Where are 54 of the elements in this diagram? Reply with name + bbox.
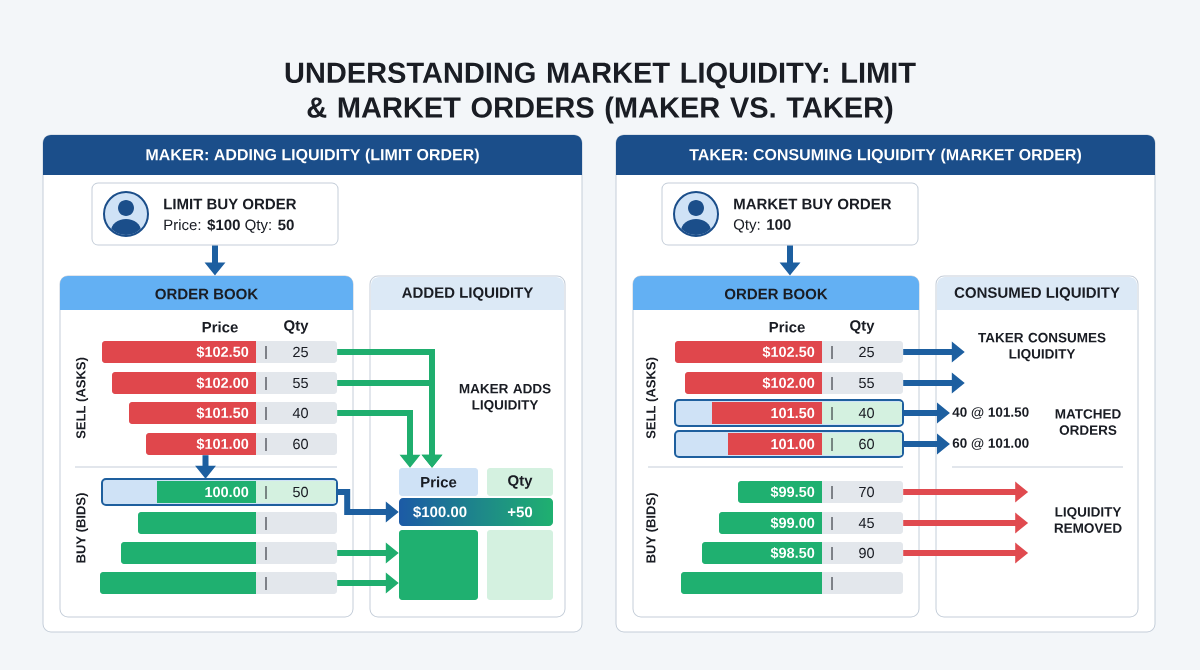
title: UNDERSTANDING MARKET LIQUIDITY: LIMIT & MARKET ORDERS (MAKER VS. TAKER)	[285, 62, 916, 124]
quantity-label: 25	[859, 346, 874, 358]
annotation-text: MAKER ADDS LIQUIDITY	[459, 383, 551, 413]
empty-bid-bar	[121, 542, 337, 564]
quantity-label: 60	[859, 438, 874, 450]
quantity-label: 70	[859, 486, 874, 498]
quantity-label: 60	[293, 438, 308, 450]
side-label: SELL (ASKS)	[75, 357, 89, 439]
side-label: BUY (BIDS)	[645, 493, 659, 563]
quantity-label: 25	[293, 346, 308, 358]
column-header: Price	[421, 476, 457, 488]
empty-bid-bar	[138, 512, 337, 534]
empty-bid-bar	[100, 572, 337, 594]
price-label: $102.00	[196, 377, 249, 389]
order-title: MARKET BUY ORDER	[734, 198, 892, 210]
price-label: $99.50	[770, 486, 815, 498]
quantity-label: 55	[859, 377, 874, 389]
column-header: Qty	[508, 475, 533, 489]
column-header: Price	[202, 321, 238, 333]
order-title: LIMIT BUY ORDER	[164, 198, 297, 210]
price-label: $102.50	[762, 346, 815, 358]
price-label: $102.00	[762, 377, 815, 389]
empty-table-cells	[399, 530, 553, 600]
annotation-text: LIQUIDITY REMOVED	[1054, 507, 1122, 533]
empty-bid-bar	[681, 572, 903, 594]
side-label: SELL (ASKS)	[645, 357, 659, 439]
annotation-text: TAKER CONSUMES LIQUIDITY	[978, 332, 1106, 362]
price-label: $102.50	[196, 346, 249, 358]
annotation-text: 60 @ 101.00	[952, 438, 1029, 450]
column-header: Qty	[850, 320, 875, 334]
quantity-label: 45	[858, 517, 874, 529]
price-label: $98.50	[770, 547, 815, 559]
price-label: $101.50	[196, 407, 249, 419]
order-details: Price: $100 Qty: 50	[164, 218, 294, 234]
column-header: Qty	[284, 320, 309, 334]
quantity-label: 50	[293, 486, 308, 498]
quantity-label: +50	[507, 506, 533, 518]
annotation-text: MATCHED ORDERS	[1055, 409, 1121, 435]
side-label: BUY (BIDS)	[75, 493, 89, 563]
quantity-label: 90	[859, 547, 874, 559]
order-details: Qty: 100	[733, 219, 791, 233]
price-label: $99.00	[770, 517, 815, 529]
price-label: 100.00	[205, 486, 249, 498]
quantity-label: 40	[292, 407, 308, 419]
column-header: Price	[769, 321, 805, 333]
quantity-label: 40	[858, 407, 874, 419]
price-label: $101.00	[196, 438, 249, 450]
panel-header: TAKER: CONSUMING LIQUIDITY (MARKET ORDER)	[616, 135, 1155, 175]
panel-header: MAKER: ADDING LIQUIDITY (LIMIT ORDER)	[43, 135, 582, 175]
price-label: 101.50	[771, 407, 815, 419]
quantity-label: 55	[293, 377, 308, 389]
annotation-text: 40 @ 101.50	[952, 407, 1029, 419]
price-label: $100.00	[413, 505, 467, 519]
price-label: 101.00	[771, 438, 815, 450]
